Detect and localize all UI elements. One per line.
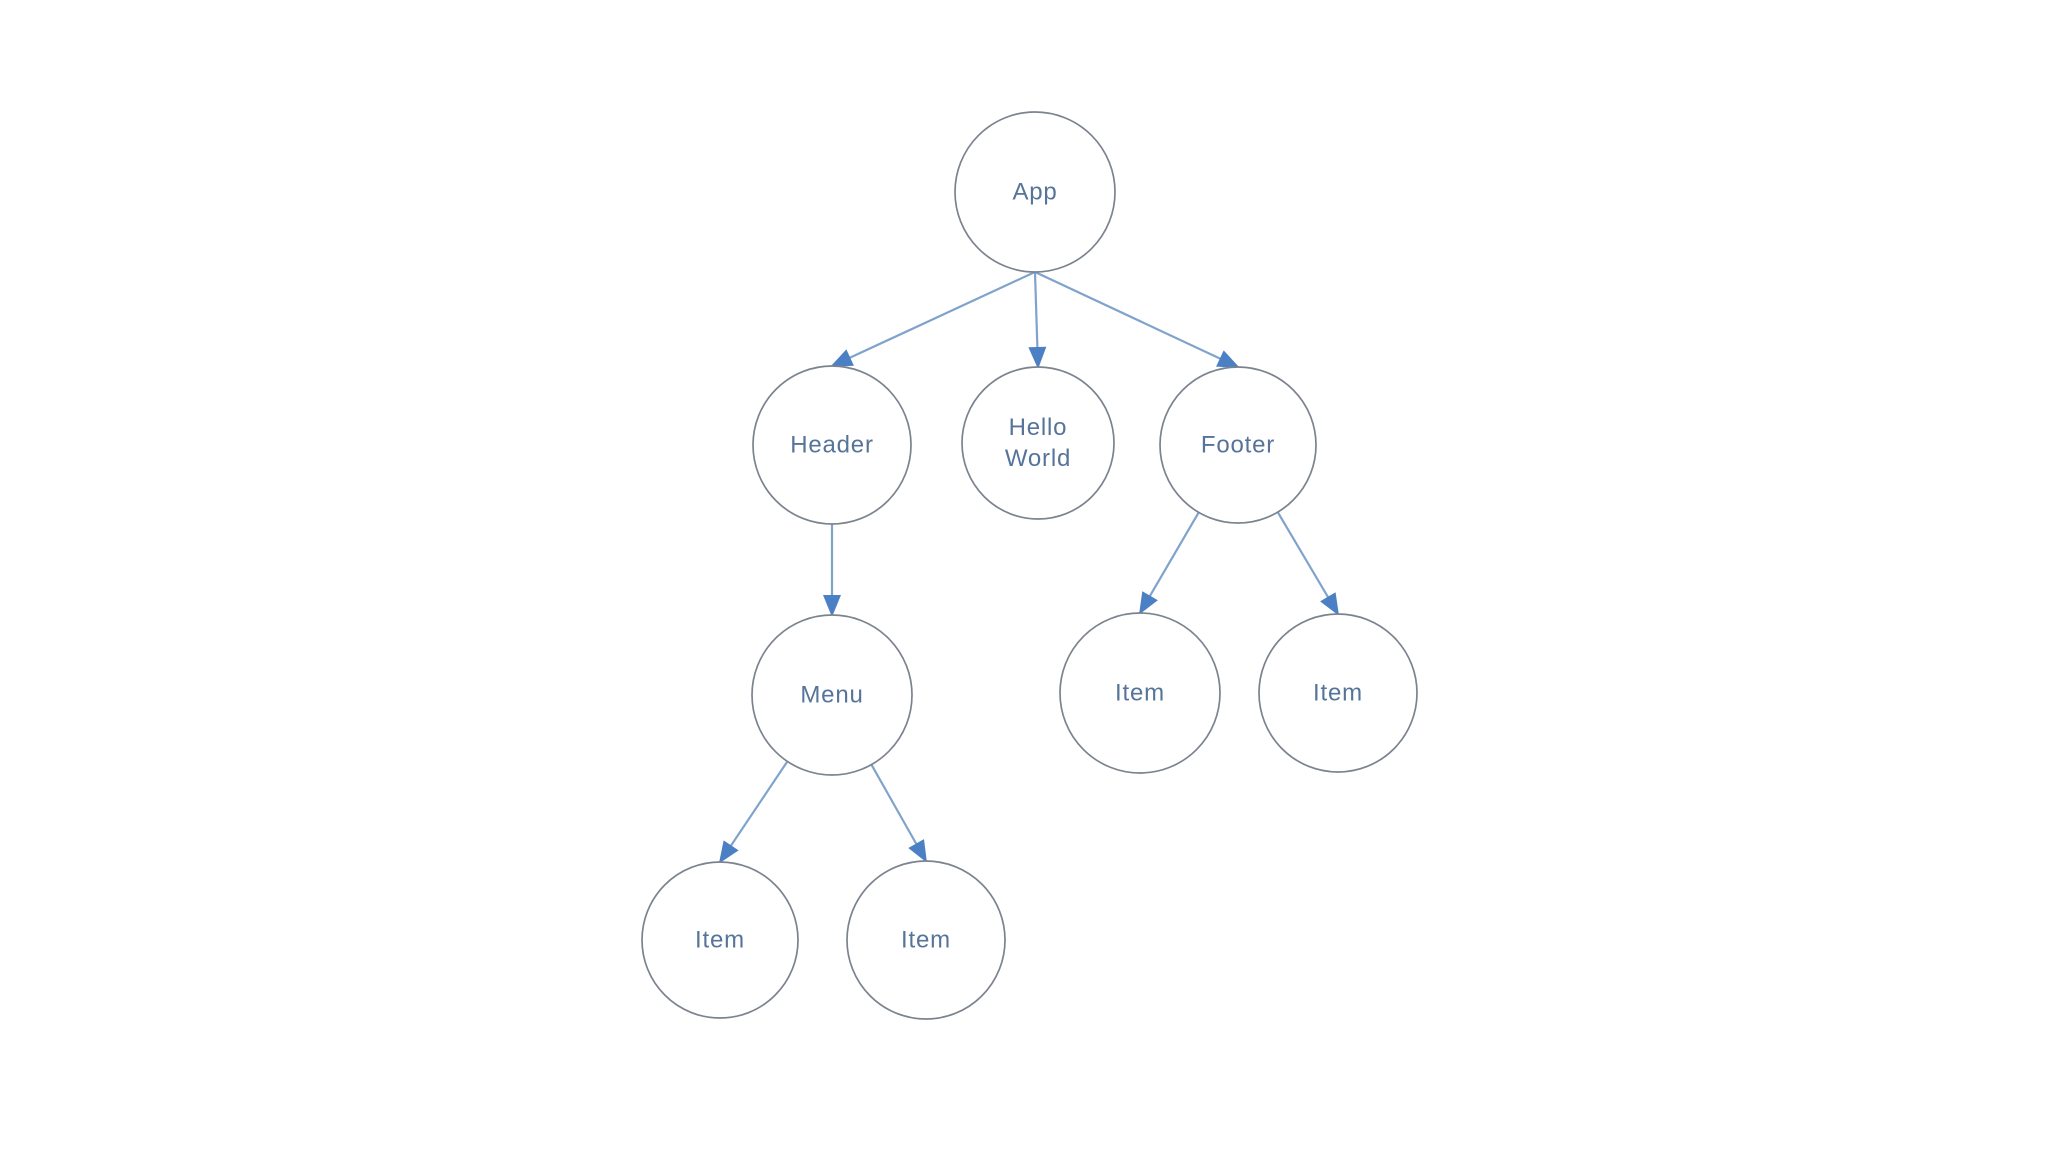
tree-node-footer-item-2: Item — [1258, 613, 1418, 773]
edge-menu-to-menu-item-2 — [870, 764, 927, 863]
node-label-footer-item-1: Item — [1115, 680, 1165, 707]
node-circle-menu — [751, 614, 913, 776]
node-circle-footer-item-2 — [1258, 613, 1418, 773]
node-circle-app — [954, 111, 1116, 273]
node-label-menu-item-1: Item — [695, 927, 745, 954]
node-circle-menu-item-2 — [846, 860, 1006, 1020]
node-circle-header — [752, 365, 912, 525]
tree-node-header: Header — [752, 365, 912, 525]
node-label-menu-item-2: Item — [901, 927, 951, 954]
node-label-menu: Menu — [800, 682, 863, 709]
tree-node-footer-item-1: Item — [1059, 612, 1221, 774]
edge-footer-to-footer-item-1 — [1138, 511, 1200, 615]
tree-node-menu: Menu — [751, 614, 913, 776]
node-circle-footer — [1159, 366, 1317, 524]
edge-app-to-header — [830, 271, 1036, 367]
tree-node-app: App — [954, 111, 1116, 273]
node-label-app: App — [1012, 179, 1057, 206]
node-label-footer: Footer — [1201, 432, 1275, 459]
edge-footer-to-footer-item-2 — [1276, 511, 1340, 616]
node-circle-menu-item-1 — [641, 861, 799, 1019]
node-circle-hello-world — [961, 366, 1115, 520]
edge-app-to-footer — [1034, 271, 1240, 368]
node-label-footer-item-2: Item — [1313, 680, 1363, 707]
edge-menu-to-menu-item-1 — [718, 760, 789, 864]
edge-app-to-hello-world — [1028, 271, 1047, 369]
tree-node-menu-item-1: Item — [641, 861, 799, 1019]
tree-node-menu-item-2: Item — [846, 860, 1006, 1020]
node-label-header: Header — [790, 432, 874, 459]
node-circle-footer-item-1 — [1059, 612, 1221, 774]
edges-layer — [718, 271, 1340, 864]
tree-node-footer: Footer — [1159, 366, 1317, 524]
